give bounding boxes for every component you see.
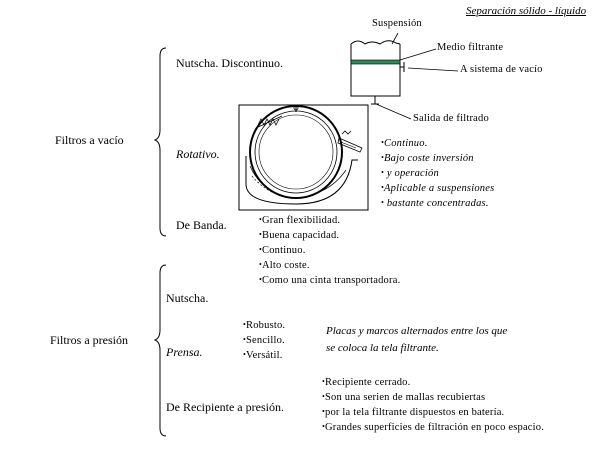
page-title: Separación sólido - líquido: [466, 5, 587, 17]
list-item: Robusto.: [243, 318, 285, 333]
list-item: Bajo coste inversión: [381, 151, 494, 166]
list-item: Aplicable a suspensiones: [381, 181, 494, 196]
press-note-line-2: se coloca la tela filtrante.: [326, 342, 439, 354]
list-item: Sencillo.: [243, 333, 285, 348]
rotary-drum-illustration: [238, 104, 369, 211]
nutscha-vessel: [350, 32, 459, 120]
list-item: Continuo.: [381, 136, 494, 151]
press-note-line-1: Placas y marcos alternados entre los que: [326, 325, 508, 337]
list-item: Grandes superficies de filtración en poc…: [322, 420, 598, 435]
filter-medium-callout: Medio filtrante: [437, 42, 504, 53]
list-item: Son una serien de mallas recubiertas: [322, 390, 598, 405]
belt-label: De Banda.: [176, 218, 227, 232]
rotary-label: Rotativo.: [176, 147, 220, 161]
pressure-vessel-bullet-list: Recipiente cerrado. Son una serien de ma…: [322, 375, 598, 435]
list-item: Buena capacidad.: [259, 228, 400, 243]
filter-medium-band: [350, 59, 401, 65]
list-item: Alto coste.: [259, 258, 400, 273]
filtrate-outlet-callout: Salida de filtrado: [413, 113, 489, 124]
list-item: por la tela filtrante dispuestos en bate…: [322, 405, 598, 420]
suspension-callout: Suspensión: [372, 18, 422, 29]
rotary-bullet-list: Continuo. Bajo coste inversión y operaci…: [381, 136, 494, 211]
pressure-brace: [153, 264, 167, 437]
vacuum-filters-label: Filtros a vacío: [55, 133, 124, 147]
list-item: y operación: [381, 166, 494, 181]
list-item: bastante concentradas.: [381, 196, 494, 211]
pressure-filters-label: Filtros a presión: [50, 333, 128, 347]
nutscha-discontinuous-label: Nutscha. Discontinuo.: [176, 56, 283, 70]
press-label: Prensa.: [166, 345, 203, 359]
list-item: Como una cinta transportadora.: [259, 273, 400, 288]
list-item: Gran flexibilidad.: [259, 213, 400, 228]
list-item: Continuo.: [259, 243, 400, 258]
list-item: Recipiente cerrado.: [322, 375, 598, 390]
vacuum-brace: [153, 47, 167, 237]
belt-bullet-list: Gran flexibilidad. Buena capacidad. Cont…: [259, 213, 400, 288]
press-bullet-list: Robusto. Sencillo. Versátil.: [243, 318, 285, 363]
list-item: Versátil.: [243, 348, 285, 363]
pressure-nutscha-label: Nutscha.: [166, 291, 209, 305]
pressure-vessel-label: De Recipiente a presión.: [166, 400, 284, 414]
vacuum-system-callout: A sistema de vacío: [460, 64, 543, 75]
